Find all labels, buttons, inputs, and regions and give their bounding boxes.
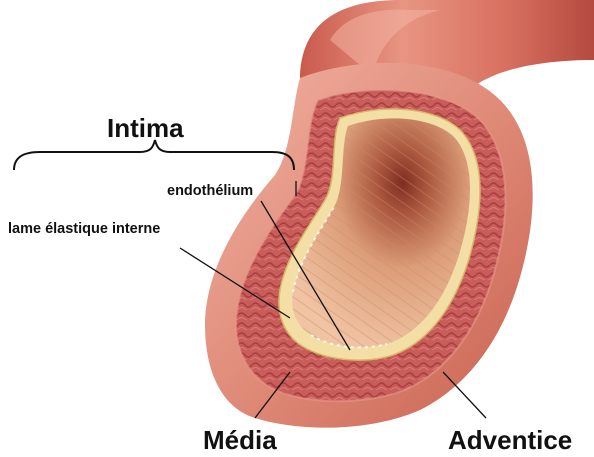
label-adventitia: Adventice [448,425,572,455]
label-internal-elastic-lamina: lame élastique interne [8,221,160,237]
label-endothelium: endothélium [167,183,253,199]
intima-brace [14,140,294,170]
label-intima: Intima [107,113,184,143]
label-media: Média [203,425,277,455]
adventitia-leader [443,372,486,418]
